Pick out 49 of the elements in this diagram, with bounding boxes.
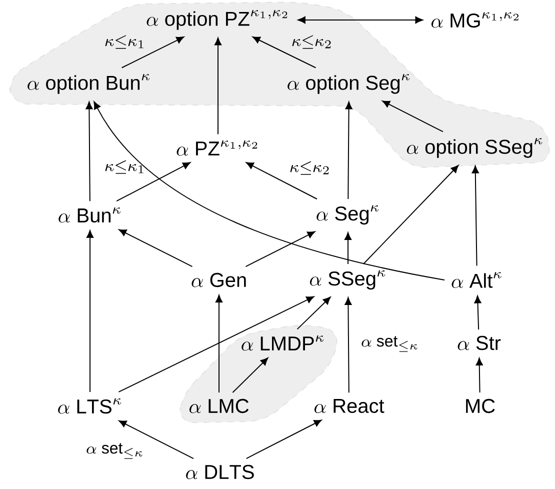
arrow	[118, 296, 314, 392]
arrow	[246, 420, 322, 460]
edge-label: $\alpha\ \mathsf{set}_{\le\kappa}$	[86, 443, 142, 459]
arrow	[345, 102, 352, 200]
term-label: $\alpha\ \mathsf{option\ Seg}^{\kappa}$	[288, 74, 410, 94]
term-label: $\alpha\ \mathsf{Str}$	[458, 336, 501, 350]
edge-label: $\kappa{\le}\kappa_1$	[105, 160, 144, 174]
term-label: $\alpha\ \mathsf{Bun}^{\kappa}$	[58, 207, 121, 223]
term-label: $\alpha\ \mathsf{DLTS}$	[186, 464, 254, 480]
term-label: $\alpha\ \mathsf{React}$	[314, 399, 384, 413]
arrow	[474, 296, 482, 330]
term-label: $\alpha\ \mathsf{MG}^{\kappa_1,\kappa_2}$	[431, 12, 518, 28]
term-label: $\alpha\ \mathsf{LMC}$	[190, 398, 249, 414]
arrow	[298, 16, 423, 24]
arrow	[215, 294, 223, 394]
edge-label: $\kappa{\le}\kappa_2$	[292, 35, 331, 49]
arrow	[472, 166, 479, 266]
arrow	[214, 38, 222, 135]
arrow	[232, 358, 268, 394]
arrow	[246, 162, 318, 200]
term-label: $\alpha\ \mathsf{Seg}^{\kappa}$	[316, 205, 379, 225]
term-label: $\alpha\ \mathsf{Alt}^{\kappa}$	[452, 272, 502, 288]
arrow	[476, 358, 483, 394]
arrow	[116, 162, 191, 202]
term-label: $\alpha\ \mathsf{Gen}$	[192, 272, 246, 288]
term-label: $\alpha\ \mathsf{PZ}^{\kappa_1,\kappa_2}$	[176, 140, 258, 156]
arrow	[344, 232, 352, 264]
arrow	[118, 420, 194, 460]
term-label: $\alpha\ \mathsf{option\ SSeg}^{\kappa}$	[406, 138, 542, 158]
arrow	[121, 36, 184, 68]
arrow	[118, 229, 193, 268]
edge-label: $\kappa{\le}\kappa_1$	[105, 35, 144, 49]
arrow	[296, 296, 331, 330]
term-label: $\alpha\ \mathsf{SSeg}^{\kappa}$	[310, 270, 386, 290]
edge-label: $\alpha\ \mathsf{set}_{\le\kappa}$	[362, 336, 418, 352]
arrow	[344, 297, 352, 394]
term-label: $\alpha\ \mathsf{LMDP}^{\kappa}$	[242, 335, 324, 351]
term-label: $\mathsf{MC}$	[466, 398, 495, 414]
arrow	[252, 36, 316, 68]
edge-label: $\kappa{\le}\kappa_2$	[290, 161, 329, 175]
arrow	[86, 230, 94, 392]
arrow	[362, 165, 459, 264]
term-label: $\alpha\ \mathsf{LTS}^{\kappa}$	[58, 398, 122, 414]
term-label: $\alpha\ \mathsf{option\ Bun}^{\kappa}$	[28, 74, 150, 94]
term-label: $\alpha\ \mathsf{option\ PZ}^{\kappa_1,\kappa_2}$	[146, 10, 288, 30]
arrow	[245, 231, 316, 268]
arrow	[94, 101, 446, 280]
arrow	[86, 102, 93, 202]
arrow	[382, 100, 444, 132]
